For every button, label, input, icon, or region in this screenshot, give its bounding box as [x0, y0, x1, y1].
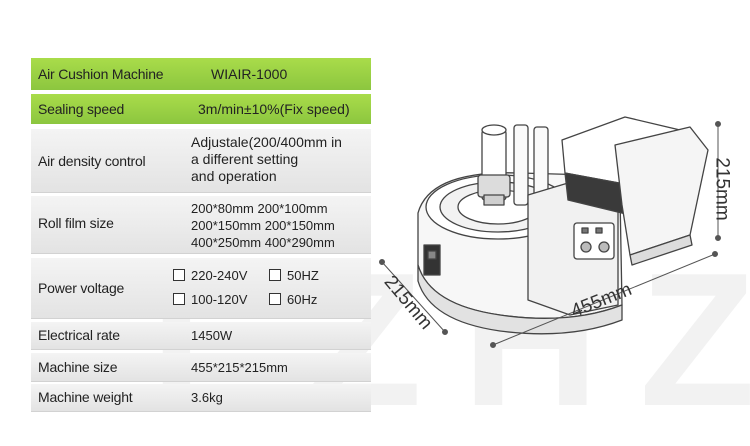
machine-illustration: [417, 116, 709, 335]
model-value: WIAIR-1000: [211, 66, 288, 82]
voltage-option-220: 220-240V: [173, 268, 247, 283]
spec-row-machine-size: Machine size 455*215*215mm: [31, 353, 371, 382]
machine-type-label: Air Cushion Machine: [38, 66, 164, 82]
machine-size-label: Machine size: [38, 359, 118, 375]
voltage-option-100: 100-120V: [173, 292, 247, 307]
height-dimension-label: 215mm: [711, 157, 733, 221]
machine-weight-value: 3.6kg: [191, 390, 223, 405]
machine-weight-label: Machine weight: [38, 389, 133, 405]
frequency-option-60: 60Hz: [269, 292, 317, 307]
sealing-speed-label: Sealing speed: [38, 101, 125, 117]
checkbox-icon: [173, 293, 185, 305]
air-density-label: Air density control: [38, 153, 146, 169]
roll-film-value: 200*80mm 200*100mm 200*150mm 200*150mm 4…: [191, 201, 335, 250]
checkbox-icon: [269, 293, 281, 305]
roll-film-label: Roll film size: [38, 215, 114, 231]
checkbox-icon: [269, 269, 281, 281]
spec-row-air-density: Air density control Adjustale(200/400mm …: [31, 129, 371, 193]
spec-row-header: Air Cushion Machine WIAIR-1000: [31, 58, 371, 90]
spec-row-machine-weight: Machine weight 3.6kg: [31, 384, 371, 412]
spec-row-electrical-rate: Electrical rate 1450W: [31, 322, 371, 350]
spec-row-sealing-speed: Sealing speed 3m/min±10%(Fix speed): [31, 94, 371, 124]
spec-row-roll-film: Roll film size 200*80mm 200*100mm 200*15…: [31, 196, 371, 254]
air-density-value: Adjustale(200/400mm in a different setti…: [191, 134, 342, 184]
machine-size-value: 455*215*215mm: [191, 360, 288, 375]
spec-row-power-voltage: Power voltage 220-240V 50HZ 100-120V 60H…: [31, 258, 371, 319]
checkbox-icon: [173, 269, 185, 281]
frequency-option-50: 50HZ: [269, 268, 319, 283]
electrical-rate-label: Electrical rate: [38, 327, 120, 343]
electrical-rate-value: 1450W: [191, 328, 233, 343]
power-voltage-label: Power voltage: [38, 280, 125, 296]
sealing-speed-value: 3m/min±10%(Fix speed): [198, 101, 350, 117]
